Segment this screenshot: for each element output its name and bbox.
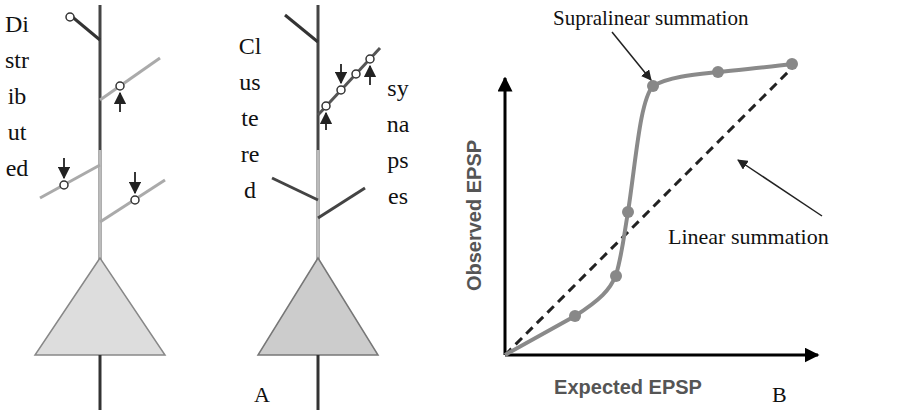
summation-chart <box>505 32 822 355</box>
axis-label: Expected EPSP <box>554 376 702 399</box>
axis-label: Observed EPSP <box>464 139 487 290</box>
vertical-label: Clustered <box>238 28 262 208</box>
neuron-distributed <box>35 5 165 410</box>
annotation-label: Linear summation <box>668 224 829 250</box>
panel-letter: A <box>254 382 270 408</box>
annotation-label: Supralinear summation <box>553 6 748 31</box>
vertical-label: Distributed <box>5 6 29 186</box>
panel-letter: B <box>772 382 787 408</box>
neuron-clustered <box>258 5 380 410</box>
vertical-label: synapses <box>386 70 410 214</box>
